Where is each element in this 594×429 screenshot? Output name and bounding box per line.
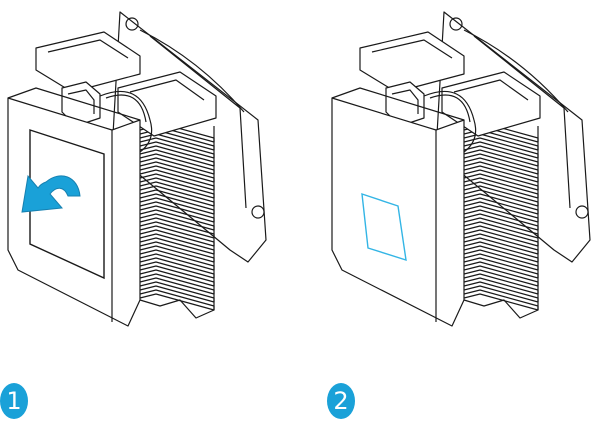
step-badge-1: 1: [0, 383, 28, 419]
thermal-pad: [361, 192, 407, 262]
heatsink-illustration-step-1: [7, 11, 267, 327]
heatsink-illustration-step-2: [331, 11, 591, 327]
peel-arrow-icon: [21, 174, 81, 213]
step-2-label: 2: [333, 387, 348, 415]
step-1-label: 1: [6, 387, 21, 415]
step-badge-2: 2: [327, 383, 355, 419]
